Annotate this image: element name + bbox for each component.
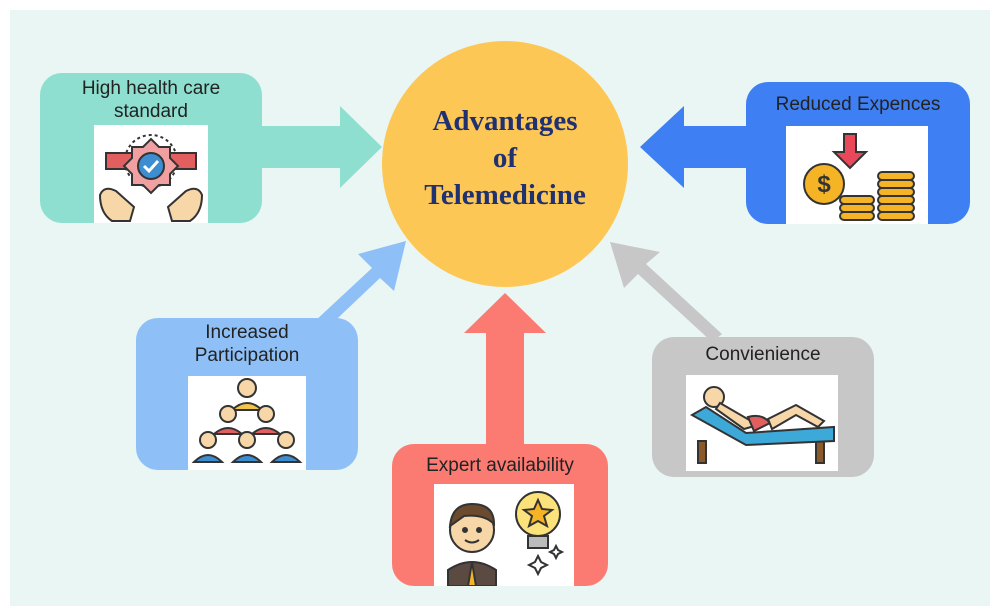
node-increased-participation-label-line1: Increased xyxy=(205,322,289,343)
center-topic-circle: Advantages of Telemedicine xyxy=(382,41,628,287)
lounge-chair-person-icon xyxy=(686,375,838,471)
node-high-health-label-line2: standard xyxy=(114,101,188,122)
node-increased-participation-label-line2: Participation xyxy=(194,345,300,366)
node-reduced-expences-label: Reduced Expences xyxy=(775,94,941,115)
center-title-line2: of xyxy=(492,142,518,174)
award-badge-hands-icon xyxy=(94,125,208,223)
node-expert-availability: Expert availability xyxy=(392,444,608,586)
node-high-health-label-line1: High health care xyxy=(81,78,221,99)
node-reduced-expences: Reduced Expences $ xyxy=(746,82,970,224)
node-high-health-care-standard: High health care standard xyxy=(40,73,262,223)
center-title-line1: Advantages xyxy=(432,105,578,137)
coins-down-arrow-icon: $ xyxy=(786,126,928,224)
people-pyramid-icon xyxy=(188,376,306,470)
node-convienience: Convienience xyxy=(652,337,874,477)
svg-text:$: $ xyxy=(817,171,831,198)
node-convienience-label: Convienience xyxy=(705,344,821,365)
node-increased-participation: Increased Participation xyxy=(136,318,358,470)
center-title-line3: Telemedicine xyxy=(424,179,586,211)
expert-lightbulb-icon xyxy=(434,484,574,586)
node-expert-availability-label: Expert availability xyxy=(426,455,574,476)
